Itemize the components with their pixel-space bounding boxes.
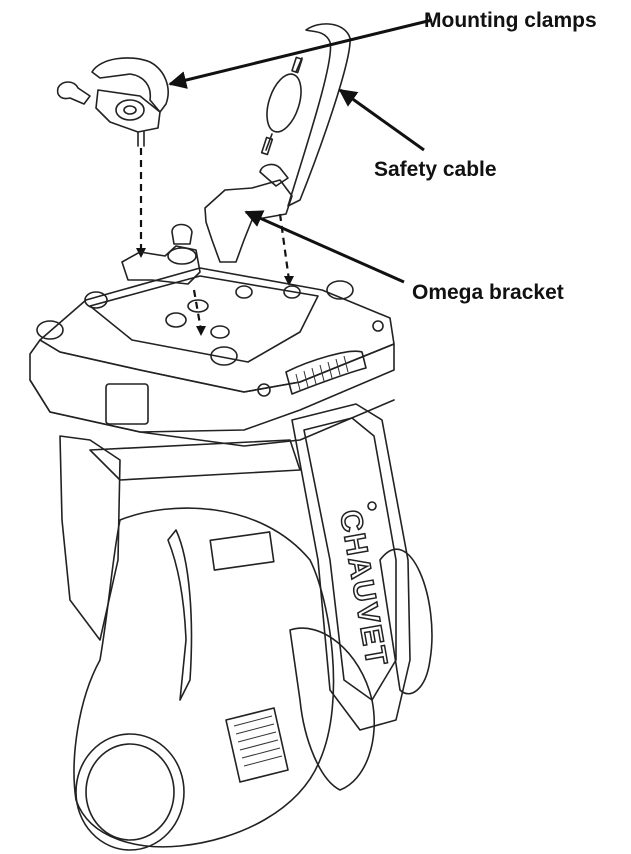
omega-bracket-drawing (121, 163, 293, 285)
mounting-clamp-drawing (56, 57, 169, 147)
mounting-clamps-label: Mounting clamps (424, 9, 597, 32)
fixture-head-drawing (73, 507, 433, 851)
safety-cable-drawing (260, 23, 351, 207)
vent-slots (295, 355, 349, 391)
omega-bracket-label: Omega bracket (412, 281, 564, 304)
omega-bracket-arrow (244, 210, 405, 284)
safety-cable-label: Safety cable (374, 158, 497, 181)
fixture-base-drawing (29, 267, 395, 447)
head-vent-slots (233, 715, 283, 767)
safety-cable-arrow (338, 88, 425, 152)
fastener-guide-lines (136, 148, 294, 336)
mounting-clamps-arrow (168, 18, 433, 89)
